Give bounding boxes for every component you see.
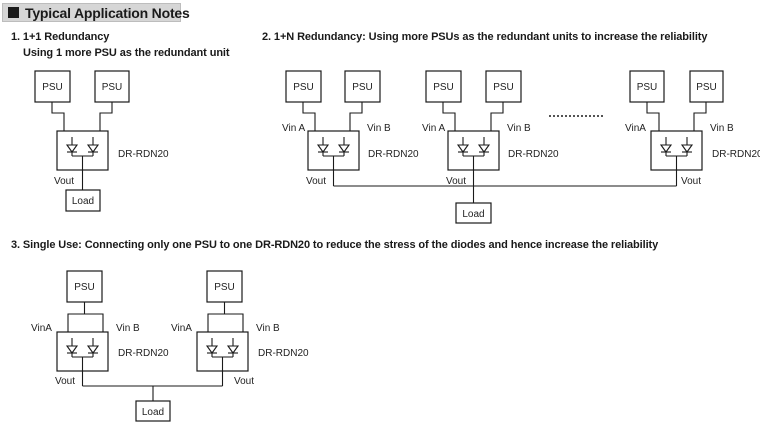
psu-box xyxy=(485,70,522,103)
load-box xyxy=(135,400,171,422)
vin-a-label: Vin A xyxy=(282,123,305,134)
load-label: Load xyxy=(462,209,484,220)
section-header: Typical Application Notes xyxy=(2,3,190,22)
section-2-title: 2. 1+N Redundancy: Using more PSUs as th… xyxy=(262,31,708,43)
module-label: DR-RDN20 xyxy=(712,149,760,160)
module-label: DR-RDN20 xyxy=(118,149,169,160)
psu-label: PSU xyxy=(637,82,658,93)
load-label: Load xyxy=(72,196,94,207)
psu-label: PSU xyxy=(42,82,63,93)
psu-label: PSU xyxy=(696,82,717,93)
load-box xyxy=(455,202,492,224)
diagram-1-plus-n: PSU PSU Vin A Vin B DR-RDN20 Vout PSU PS… xyxy=(282,70,760,224)
load-label: Load xyxy=(142,407,164,418)
module-label: DR-RDN20 xyxy=(118,348,169,359)
vout-label: Vout xyxy=(234,376,254,387)
vout-label: Vout xyxy=(446,176,466,187)
module-label: DR-RDN20 xyxy=(368,149,419,160)
psu-label: PSU xyxy=(493,82,514,93)
load-box xyxy=(65,189,101,212)
vout-label: Vout xyxy=(54,176,74,187)
vin-b-label: Vin B xyxy=(367,123,391,134)
vout-label: Vout xyxy=(306,176,326,187)
vin-b-label: Vin B xyxy=(256,323,280,334)
psu-label: PSU xyxy=(293,82,314,93)
psu-box xyxy=(66,270,103,303)
module-label: DR-RDN20 xyxy=(508,149,559,160)
module-label: DR-RDN20 xyxy=(258,348,309,359)
vin-a-label: VinA xyxy=(31,323,52,334)
vin-b-label: Vin B xyxy=(507,123,531,134)
psu-label: PSU xyxy=(352,82,373,93)
vout-label: Vout xyxy=(681,176,701,187)
psu-label: PSU xyxy=(433,82,454,93)
psu-label: PSU xyxy=(74,282,95,293)
dr-rdn20-module xyxy=(56,130,109,190)
section-1-title: 1. 1+1 Redundancy xyxy=(11,31,110,43)
black-square-icon xyxy=(8,7,19,18)
vin-a-label: VinA xyxy=(171,323,192,334)
psu-label: PSU xyxy=(214,282,235,293)
section-1-subtitle: Using 1 more PSU as the redundant unit xyxy=(23,47,230,59)
psu-label: PSU xyxy=(102,82,123,93)
diagram-single-use: PSU VinA Vin B DR-RDN20 Vout PSU VinA Vi… xyxy=(31,270,309,422)
vin-a-label: VinA xyxy=(625,123,646,134)
section-3-title: 3. Single Use: Connecting only one PSU t… xyxy=(11,239,659,251)
vin-b-label: Vin B xyxy=(710,123,734,134)
psu-box xyxy=(34,70,71,103)
vout-label: Vout xyxy=(55,376,75,387)
psu-box xyxy=(344,70,381,103)
psu-box xyxy=(285,70,322,103)
diagram-1-plus-1: PSU PSU DR-RDN20 Vout Load xyxy=(34,70,169,212)
vin-a-label: Vin A xyxy=(422,123,445,134)
vin-b-label: Vin B xyxy=(116,323,140,334)
section-header-title: Typical Application Notes xyxy=(25,5,190,21)
psu-box xyxy=(206,270,243,303)
